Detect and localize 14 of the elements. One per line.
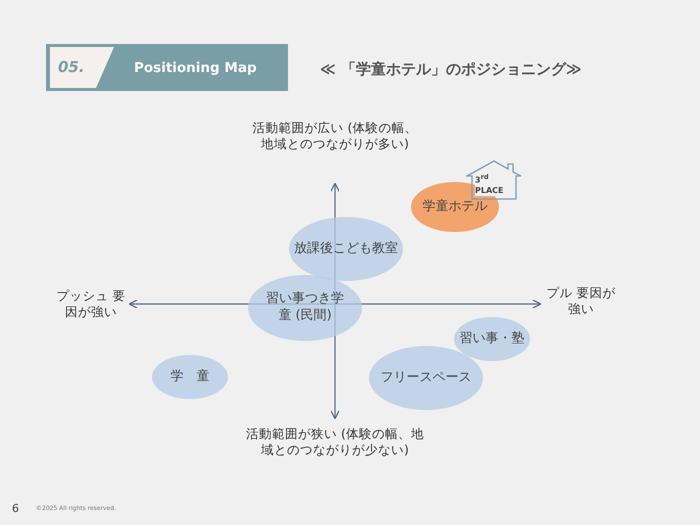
category-label: フリースペース [380,370,472,386]
category-label: 学童ホテル [422,198,488,216]
section-number: 05. [58,58,85,76]
category-label: 学 童 [170,368,210,386]
category-label: 習い事・塾 [460,330,524,348]
axis-label: プッシュ 要因が強い [56,288,126,320]
axis-label: 活動範囲が広い (体験の幅、地域とのつながりが多い) [252,120,418,152]
section-title: Positioning Map [134,60,257,76]
category-label: 習い事つき学童 (民間) [265,291,345,325]
axis-label: 活動範囲が狭い (体験の幅、地域とのつながりが少ない) [246,426,424,458]
axis-label: プル 要因が強い [546,285,616,318]
page-title: ≪ 「学童ホテル」のポジショニング≫ [320,60,582,79]
category-label: 放課後こども教室 [294,240,398,258]
page-number: 6 [12,502,19,515]
